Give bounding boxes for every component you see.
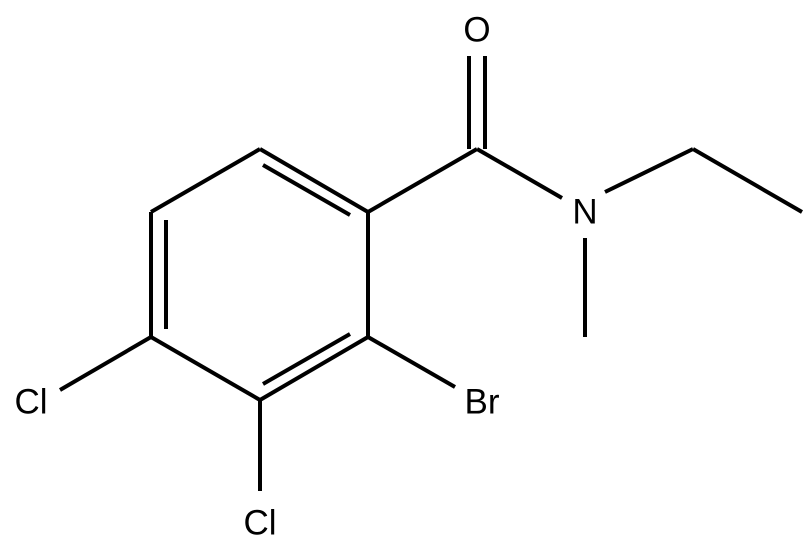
ring-bond-c6-c1 xyxy=(258,147,370,214)
ring-inner-bond-c2-c3 xyxy=(262,332,351,386)
ring-bond-c3-c4 xyxy=(149,335,262,402)
ring-inner-bond-c6-c1 xyxy=(262,163,351,217)
oxygen-label: O xyxy=(463,10,490,49)
bond-ring-carbonyl xyxy=(366,147,479,214)
ring-bond-c5-c6 xyxy=(149,147,262,214)
bond-nitrogen-ethyl xyxy=(604,147,694,194)
bond-ring-bromine xyxy=(367,335,456,389)
bond-ethyl-methyl xyxy=(691,147,804,214)
chlorine-4-label: Cl xyxy=(14,382,47,421)
chlorine-3-label: Cl xyxy=(243,503,276,542)
bond-ring-chlorine-4 xyxy=(58,335,153,392)
bromine-label: Br xyxy=(465,382,500,421)
bond-carbonyl-nitrogen xyxy=(476,147,563,200)
nitrogen-label: N xyxy=(572,192,597,231)
ring-bond-c2-c3 xyxy=(258,335,370,402)
